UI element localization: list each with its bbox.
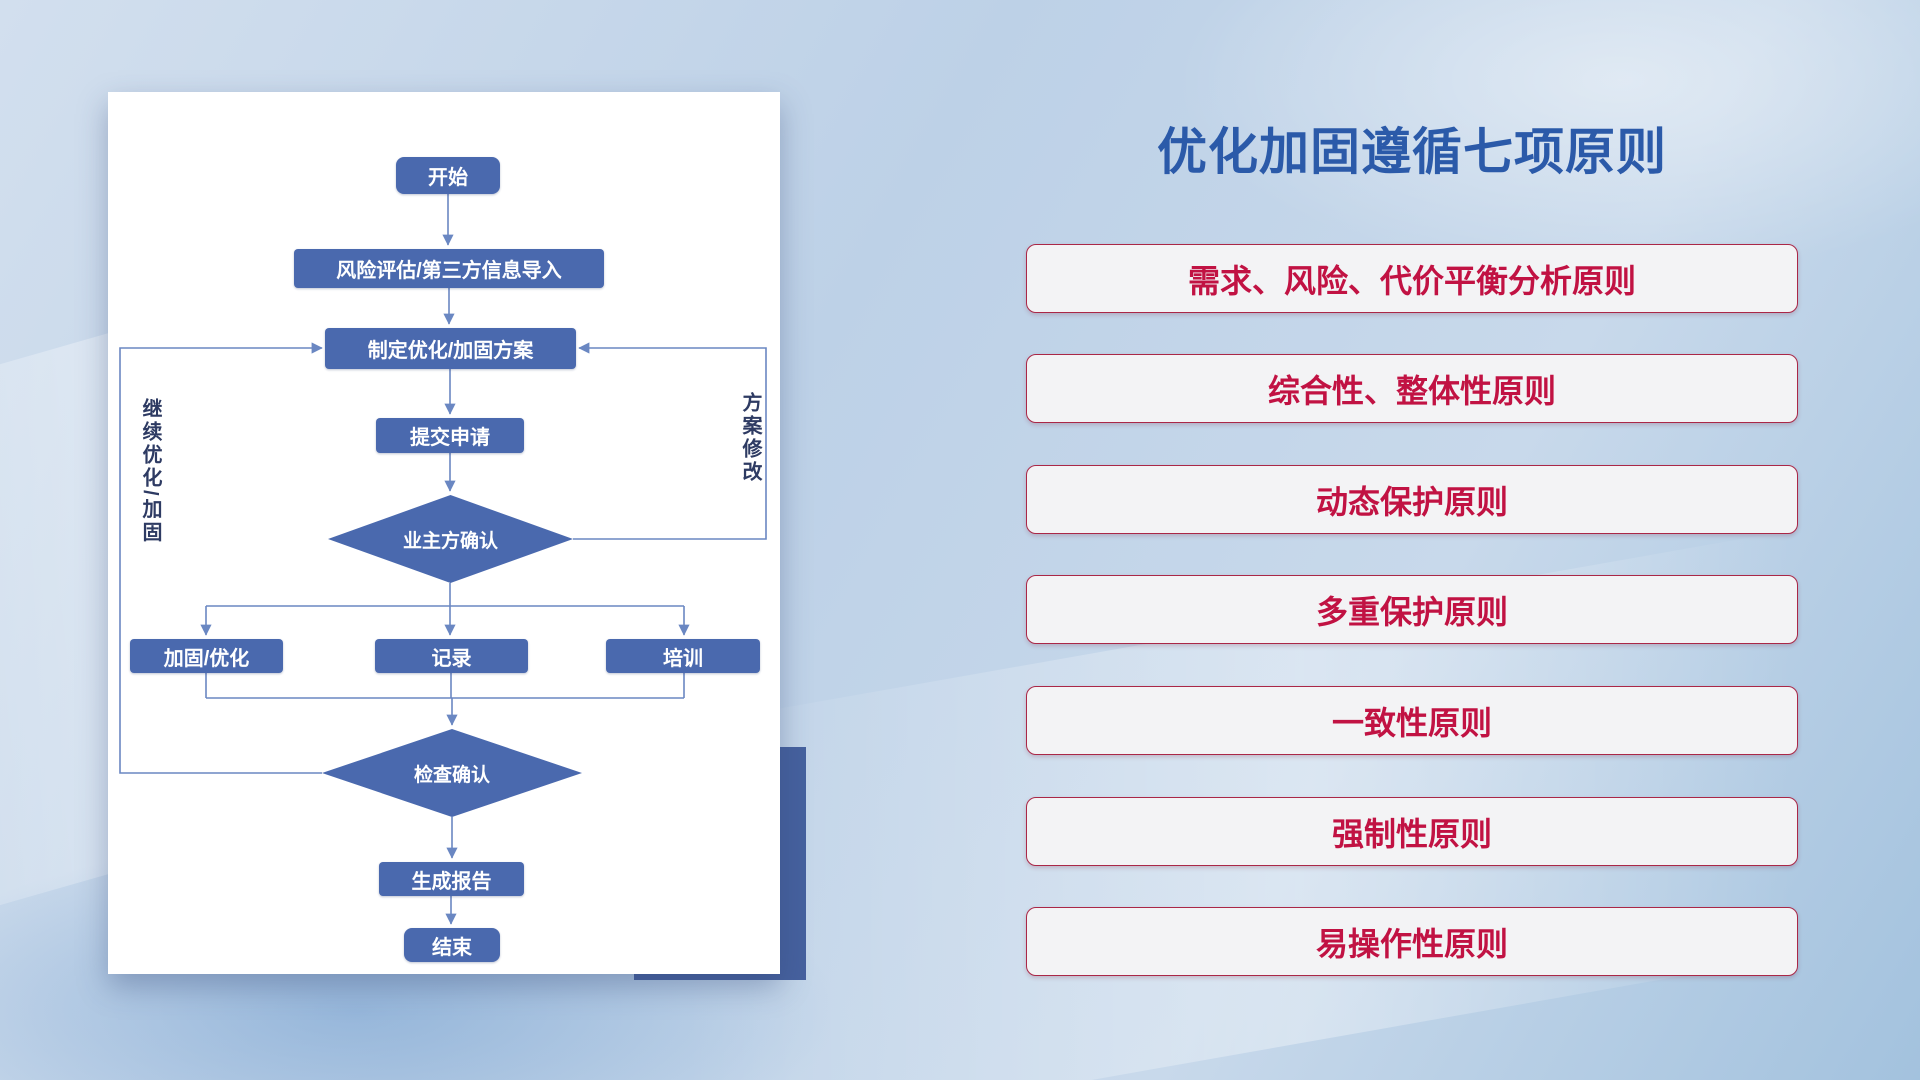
principle-item: 动态保护原则 bbox=[1026, 465, 1798, 534]
flow-node-report: 生成报告 bbox=[379, 862, 524, 896]
principle-item: 易操作性原则 bbox=[1026, 907, 1798, 976]
principle-item: 多重保护原则 bbox=[1026, 575, 1798, 644]
flow-node-training: 培训 bbox=[606, 639, 760, 673]
principle-item: 一致性原则 bbox=[1026, 686, 1798, 755]
flow-node-start: 开始 bbox=[396, 157, 500, 194]
flow-label-plan-modify: 方案修改 bbox=[739, 392, 761, 484]
flowchart-connectors bbox=[119, 193, 767, 925]
panel-title: 优化加固遵循七项原则 bbox=[1157, 124, 1667, 180]
flowchart-card: 开始 风险评估/第三方信息导入 制定优化/加固方案 提交申请 业主方确认 加固/… bbox=[108, 92, 780, 974]
principle-item: 强制性原则 bbox=[1026, 797, 1798, 866]
flow-node-submit: 提交申请 bbox=[376, 418, 524, 453]
flow-node-make-plan: 制定优化/加固方案 bbox=[325, 328, 576, 369]
flow-node-end: 结束 bbox=[404, 928, 500, 962]
flow-node-record: 记录 bbox=[375, 639, 528, 673]
flow-node-reinforce: 加固/优化 bbox=[130, 639, 283, 673]
principle-item: 综合性、整体性原则 bbox=[1026, 354, 1798, 423]
principle-item: 需求、风险、代价平衡分析原则 bbox=[1026, 244, 1798, 313]
flow-node-risk-import: 风险评估/第三方信息导入 bbox=[294, 249, 604, 288]
flow-label-continue-optimize: 继续优化/加固 bbox=[139, 398, 161, 545]
